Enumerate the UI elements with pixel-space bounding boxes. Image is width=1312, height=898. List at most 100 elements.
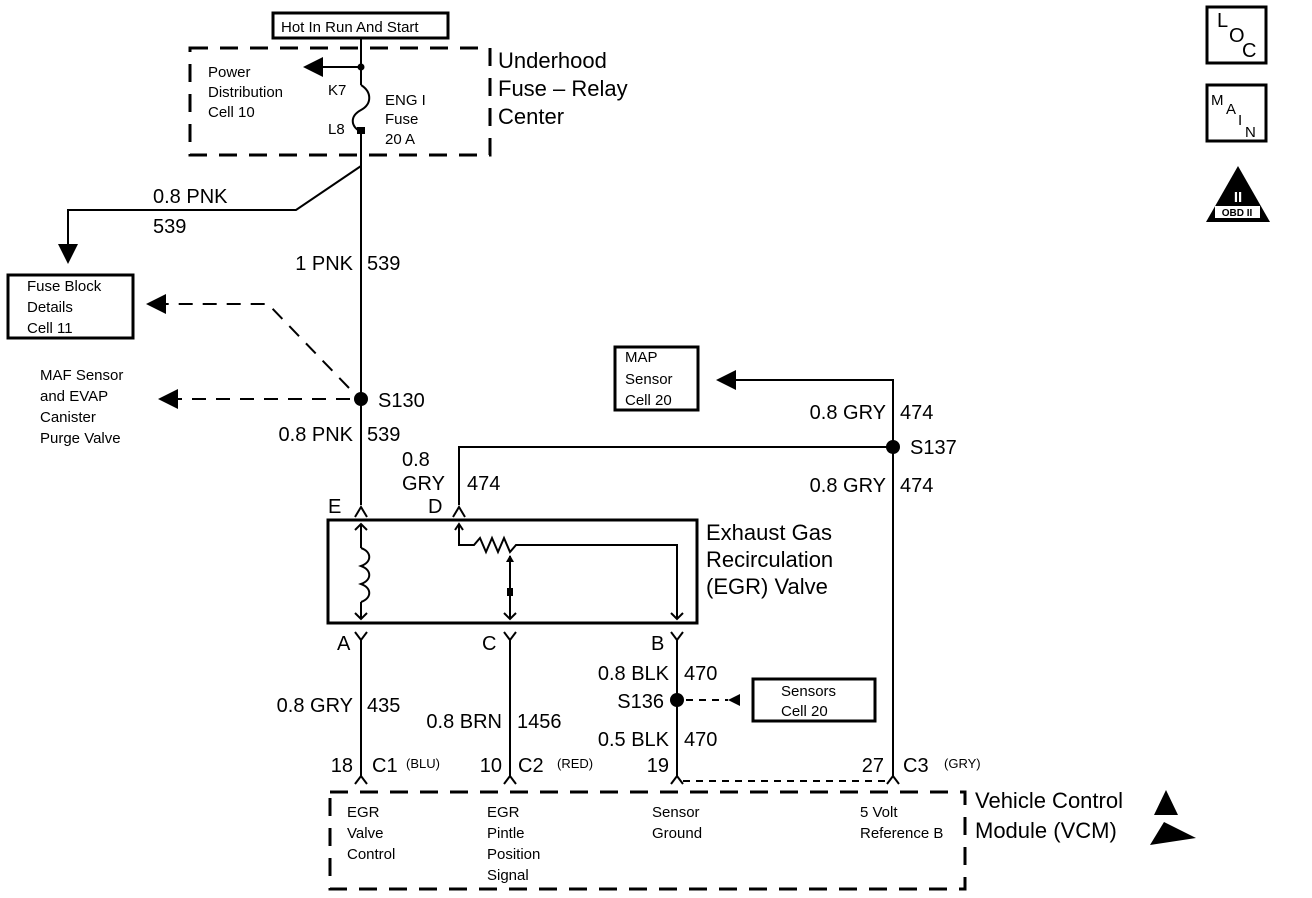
eng-fuse-label: ENG I Fuse 20 A [385, 92, 426, 148]
vcm-box [328, 790, 967, 891]
egr-pin-a: A [337, 633, 351, 655]
vcm-pin-19: 19 [647, 755, 669, 777]
pnk-branch-size: 0.8 PNK [153, 186, 228, 208]
power-distribution-reference[interactable]: Power Distribution Cell 10 [208, 64, 283, 121]
solenoid-coil-icon [354, 522, 371, 621]
vcm-function-5v-reference: 5 Volt Reference B [860, 804, 943, 842]
svg-text:O: O [1229, 25, 1245, 47]
svg-text:Cell 20: Cell 20 [625, 392, 672, 409]
maf-evap-reference[interactable]: MAF Sensor and EVAP Canister Purge Valve [40, 367, 123, 447]
a-gry-size: 0.8 GRY [277, 695, 353, 717]
fuse-block-details-reference[interactable]: Fuse Block Details Cell 11 [6, 273, 135, 340]
connector-d-icon [452, 505, 466, 518]
sensors-arrow-icon [728, 694, 740, 706]
svg-text:Canister: Canister [40, 409, 96, 426]
svg-text:EGR: EGR [487, 804, 520, 821]
svg-text:Sensor: Sensor [625, 371, 673, 388]
lower-pnk-circuit: 539 [367, 424, 400, 446]
obd-ii-icon[interactable]: II OBD II [1206, 166, 1270, 222]
lower-gry-circuit: 474 [900, 475, 933, 497]
lower-gry-size: 0.8 GRY [810, 475, 886, 497]
map-sensor-reference[interactable]: MAP Sensor Cell 20 [613, 345, 700, 412]
svg-text:M: M [1211, 92, 1224, 109]
power-source-label: Hot In Run And Start [281, 19, 419, 36]
connector-18-icon [354, 774, 368, 785]
vcm-conn-c3: C3 [903, 755, 929, 777]
main-pnk-size: 1 PNK [295, 253, 353, 275]
svg-text:Pintle: Pintle [487, 825, 525, 842]
d-gry-circuit: 474 [467, 473, 500, 495]
map-gry-size: 0.8 GRY [810, 402, 886, 424]
svg-text:Control: Control [347, 846, 395, 863]
svg-text:Distribution: Distribution [208, 84, 283, 101]
svg-text:Exhaust Gas: Exhaust Gas [706, 520, 832, 545]
b-blk-lower-circuit: 470 [684, 729, 717, 751]
svg-text:Cell 10: Cell 10 [208, 104, 255, 121]
fuse-pin-l8: L8 [328, 121, 345, 138]
svg-text:Sensor: Sensor [652, 804, 700, 821]
svg-text:Cell 11: Cell 11 [27, 320, 73, 337]
svg-text:Underhood: Underhood [498, 48, 607, 73]
svg-text:Purge Valve: Purge Valve [40, 430, 121, 447]
vcm-conn-c1-color: (BLU) [406, 756, 440, 771]
connector-e-icon [354, 505, 368, 518]
svg-text:Position: Position [487, 846, 540, 863]
vcm-function-sensor-ground: Sensor Ground [652, 804, 702, 842]
main-pnk-circuit: 539 [367, 253, 400, 275]
svg-text:N: N [1245, 124, 1256, 141]
svg-text:Details: Details [27, 299, 73, 316]
vcm-conn-c2-color: (RED) [557, 756, 593, 771]
splice-s136-label: S136 [617, 691, 664, 713]
c-brn-circuit: 1456 [517, 711, 562, 733]
fuse-pin-k7: K7 [328, 82, 346, 99]
vcm-conn-c2: C2 [518, 755, 544, 777]
loc-icon[interactable]: L O C [1205, 5, 1268, 65]
vcm-title: Vehicle Control Module (VCM) [975, 788, 1123, 843]
sensors-reference[interactable]: Sensors Cell 20 [751, 677, 877, 723]
svg-text:C: C [1242, 40, 1256, 62]
svg-text:Recirculation: Recirculation [706, 547, 833, 572]
b-blk-upper-size: 0.8 BLK [598, 663, 670, 685]
splice-s137-dot [886, 440, 900, 454]
svg-text:EGR: EGR [347, 804, 380, 821]
fuse-terminal [357, 127, 365, 134]
svg-text:MAF Sensor: MAF Sensor [40, 367, 123, 384]
svg-text:MAP: MAP [625, 349, 658, 366]
d-gry-size-2: GRY [402, 473, 445, 495]
main-icon[interactable]: M A I N [1205, 83, 1268, 143]
svg-text:Fuse – Relay: Fuse – Relay [498, 76, 628, 101]
underhood-fuse-relay-center-box [188, 46, 492, 157]
vcm-pin-10: 10 [480, 755, 502, 777]
pnk-539-branch-wire [58, 165, 362, 264]
egr-pin-c: C [482, 633, 496, 655]
egr-valve-box [326, 518, 699, 625]
b-blk-lower-size: 0.5 BLK [598, 729, 670, 751]
svg-text:Power: Power [208, 64, 251, 81]
pintle-position-sensor-icon [454, 522, 684, 621]
underhood-title: Underhood Fuse – Relay Center [498, 48, 628, 129]
connector-19-icon [670, 774, 684, 785]
svg-text:Fuse Block: Fuse Block [27, 278, 102, 295]
vcm-function-egr-pintle-position: EGR Pintle Position Signal [487, 804, 540, 884]
vcm-pin-18: 18 [331, 755, 353, 777]
svg-text:Signal: Signal [487, 867, 529, 884]
egr-pin-e: E [328, 496, 341, 518]
svg-text:A: A [1226, 101, 1236, 118]
vcm-pin-27: 27 [862, 755, 884, 777]
pnk-branch-circuit: 539 [153, 216, 186, 238]
b-blk-upper-circuit: 470 [684, 663, 717, 685]
map-gry-circuit: 474 [900, 402, 933, 424]
d-gry-size-1: 0.8 [402, 449, 430, 471]
fuse-icon [351, 84, 371, 133]
svg-text:Reference B: Reference B [860, 825, 943, 842]
esd-warning-icon [1150, 790, 1196, 845]
svg-text:and EVAP: and EVAP [40, 388, 108, 405]
svg-text:Ground: Ground [652, 825, 702, 842]
svg-text:20 A: 20 A [385, 131, 415, 148]
connector-a-icon [354, 631, 368, 642]
svg-text:Cell 20: Cell 20 [781, 703, 828, 720]
svg-text:Vehicle Control: Vehicle Control [975, 788, 1123, 813]
connector-10-icon [503, 774, 517, 785]
gry-474-map-wire [716, 370, 894, 447]
